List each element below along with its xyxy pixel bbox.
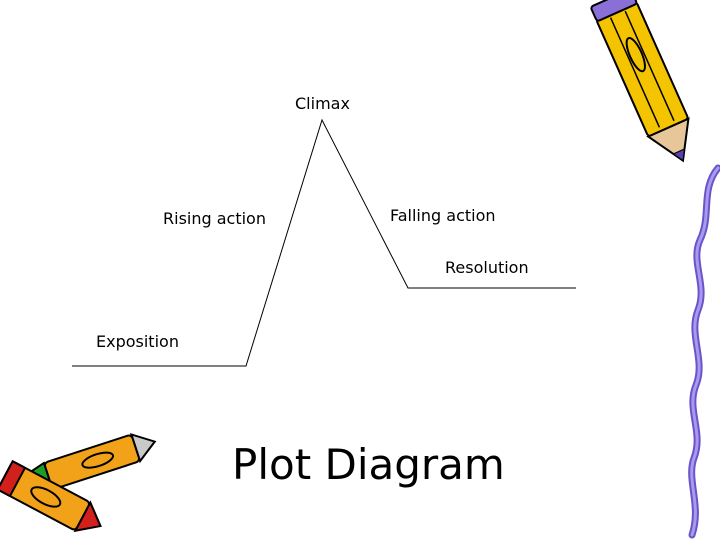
resolution-label: Resolution (445, 258, 529, 277)
crayons-icon (0, 432, 157, 533)
climax-label: Climax (295, 94, 350, 113)
wavy-ribbon-border (688, 164, 720, 539)
rising-action-label: Rising action (163, 209, 266, 228)
plot-line (72, 118, 576, 367)
exposition-label: Exposition (96, 332, 179, 351)
slide-title: Plot Diagram (232, 440, 505, 489)
pencil-icon (590, 0, 690, 163)
falling-action-label: Falling action (390, 206, 496, 225)
